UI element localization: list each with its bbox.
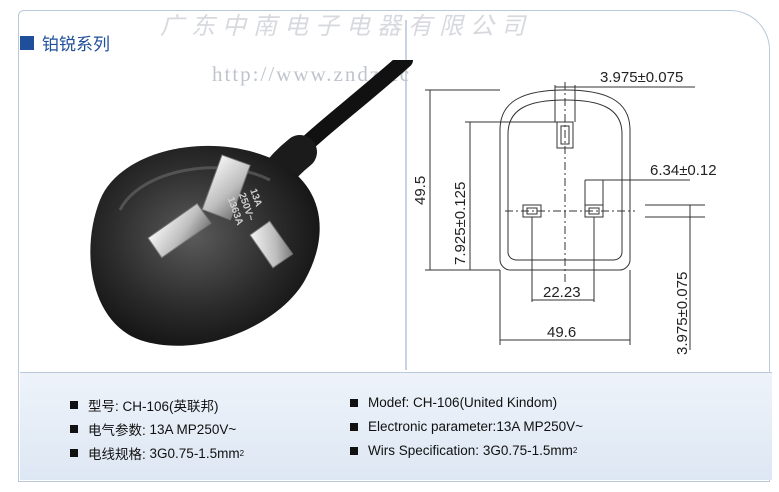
square-bullet-icon <box>350 446 358 455</box>
dim-right-lower: 3.975±0.075 <box>674 272 691 355</box>
plug-outline-outer <box>499 89 631 271</box>
dim-top: 3.975±0.075 <box>600 69 683 86</box>
dimension-drawing: 3.975±0.075 49.5 7.925±0.125 6.34±0.12 2… <box>412 69 717 355</box>
square-bullet-icon <box>350 398 358 407</box>
dim-pin-spacing: 22.23 <box>543 284 581 301</box>
plug-body <box>90 145 320 346</box>
square-bullet-icon <box>20 35 34 50</box>
spec-en-model: Modef: CH-106(United Kindom) <box>350 395 557 410</box>
dim-width: 49.6 <box>547 324 576 341</box>
square-bullet-icon <box>70 425 78 433</box>
dim-right-upper: 6.34±0.12 <box>650 162 717 179</box>
square-bullet-icon <box>350 422 358 431</box>
spec-en-electrical: Electronic parameter:13A MP250V~ <box>350 419 583 434</box>
panel-divider <box>405 20 407 370</box>
spec-cn-electrical: 电气参数: 13A MP250V~ <box>70 419 236 439</box>
series-label: 铂锐系列 <box>42 35 110 55</box>
plug-photo: 13A 250V~ 1363A <box>90 60 413 346</box>
spec-cn-model: 型号: CH-106(英联邦) <box>70 395 219 415</box>
square-bullet-icon <box>70 449 78 457</box>
company-watermark: 广东中南电子电器有限公司 <box>160 12 532 40</box>
earth-pin <box>201 154 251 221</box>
spec-panel: 型号: CH-106(英联邦) 电气参数: 13A MP250V~ 电线规格: … <box>20 372 772 480</box>
dim-height: 49.5 <box>412 176 429 205</box>
square-bullet-icon <box>70 401 78 409</box>
neutral-pin <box>249 220 294 269</box>
live-pin <box>147 202 212 259</box>
series-title: 铂锐系列 <box>20 30 110 55</box>
dim-left: 7.925±0.125 <box>452 182 469 265</box>
